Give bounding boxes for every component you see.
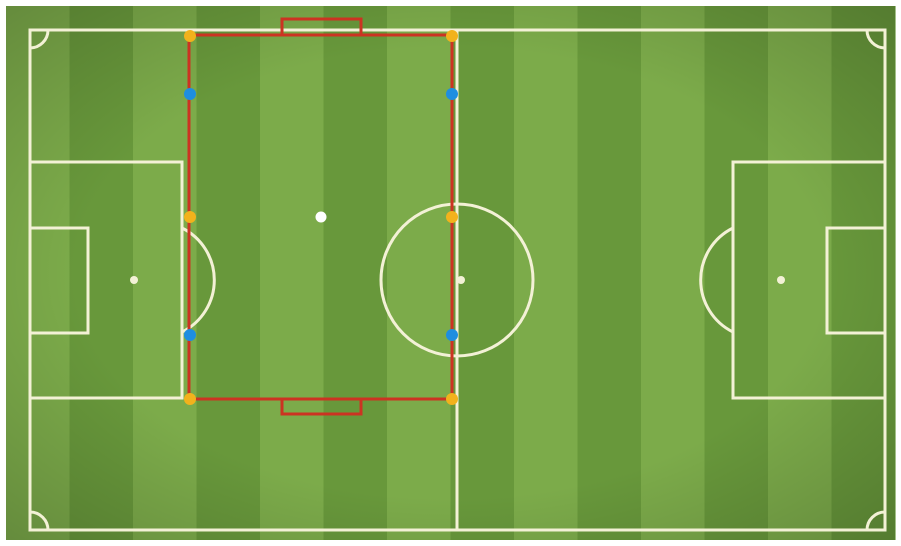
yellow-cone [446,211,458,223]
ball [316,212,327,223]
blue-cone [446,88,458,100]
yellow-cone [184,393,196,405]
right-penalty-spot [777,276,785,284]
left-penalty-spot [130,276,138,284]
yellow-cone [446,30,458,42]
yellow-cone [446,393,458,405]
yellow-cone [184,211,196,223]
centre-spot [457,276,465,284]
blue-cone [446,329,458,341]
yellow-cone [184,30,196,42]
blue-cone [184,88,196,100]
blue-cone [184,329,196,341]
